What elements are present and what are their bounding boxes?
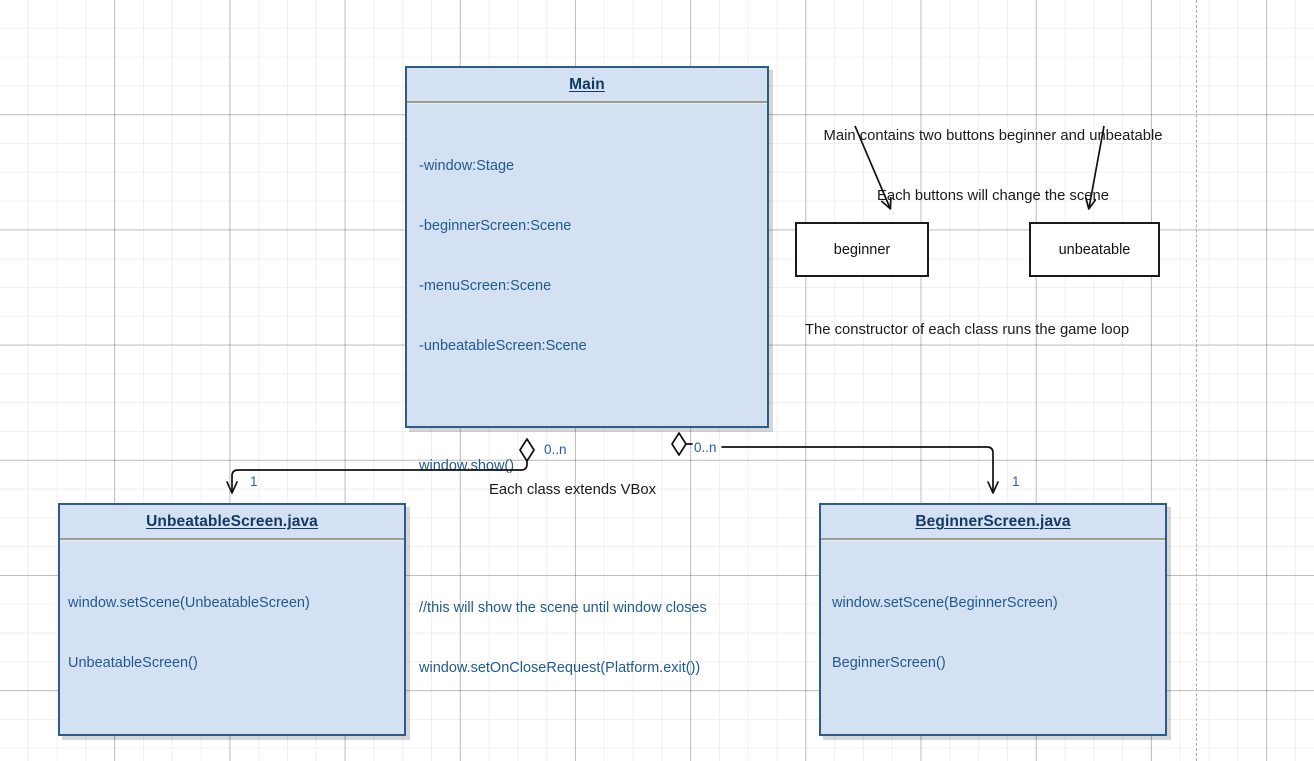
attribute-row: -menuScreen:Scene [419, 278, 552, 294]
button-label-unbeatable: unbeatable [1058, 241, 1131, 258]
class-header-separator [407, 101, 767, 104]
attribute-row: -window:Stage [419, 158, 515, 174]
note-line: Main contains two buttons beginner and u… [823, 128, 1163, 144]
attribute-row: -unbeatableScreen:Scene [419, 338, 587, 354]
class-title-unbeatable-screen: UnbeatableScreen.java [146, 513, 318, 530]
button-box-unbeatable[interactable]: unbeatable [1029, 222, 1160, 277]
spacer [832, 713, 1165, 761]
multiplicity-left-source: 0..n [544, 442, 567, 457]
spacer [68, 713, 404, 761]
spacer [419, 516, 767, 558]
class-body-main: -window:Stage -beginnerScreen:Scene -men… [407, 104, 767, 718]
multiplicity-left-target: 1 [250, 474, 258, 489]
multiplicity-right-source: 0..n [694, 440, 717, 455]
attribute-row: -beginnerScreen:Scene [419, 218, 572, 234]
class-body-beginner-screen: window.setScene(BeginnerScreen) Beginner… [821, 541, 1165, 761]
class-box-unbeatable-screen[interactable]: UnbeatableScreen.java window.setScene(Un… [58, 503, 406, 736]
multiplicity-right-target: 1 [1012, 474, 1020, 489]
class-header-separator [821, 538, 1165, 541]
note-line: Each buttons will change the scene [877, 188, 1109, 204]
method-row: window.setScene(BeginnerScreen) [832, 595, 1058, 611]
comment-row: //this will show the scene until window … [419, 600, 707, 616]
note-extends-vbox: Each class extends VBox [489, 482, 656, 498]
method-row: window.show() [419, 458, 515, 474]
spacer [419, 396, 767, 416]
button-label-beginner: beginner [833, 241, 891, 258]
comment-row: window.setOnCloseRequest(Platform.exit()… [419, 660, 701, 676]
method-row: window.setScene(UnbeatableScreen) [68, 595, 310, 611]
class-title-main: Main [569, 76, 605, 93]
page-break-vertical-guide [1196, 0, 1197, 761]
class-box-beginner-screen[interactable]: BeginnerScreen.java window.setScene(Begi… [819, 503, 1167, 736]
class-header-separator [60, 538, 404, 541]
method-row: UnbeatableScreen() [68, 655, 198, 671]
class-title-beginner-screen: BeginnerScreen.java [915, 513, 1071, 530]
button-box-beginner[interactable]: beginner [795, 222, 929, 277]
method-row: BeginnerScreen() [832, 655, 946, 671]
class-box-main[interactable]: Main -window:Stage -beginnerScreen:Scene… [405, 66, 769, 676]
note-constructor: The constructor of each class runs the g… [805, 322, 1130, 338]
class-body-unbeatable-screen: window.setScene(UnbeatableScreen) Unbeat… [60, 541, 404, 761]
